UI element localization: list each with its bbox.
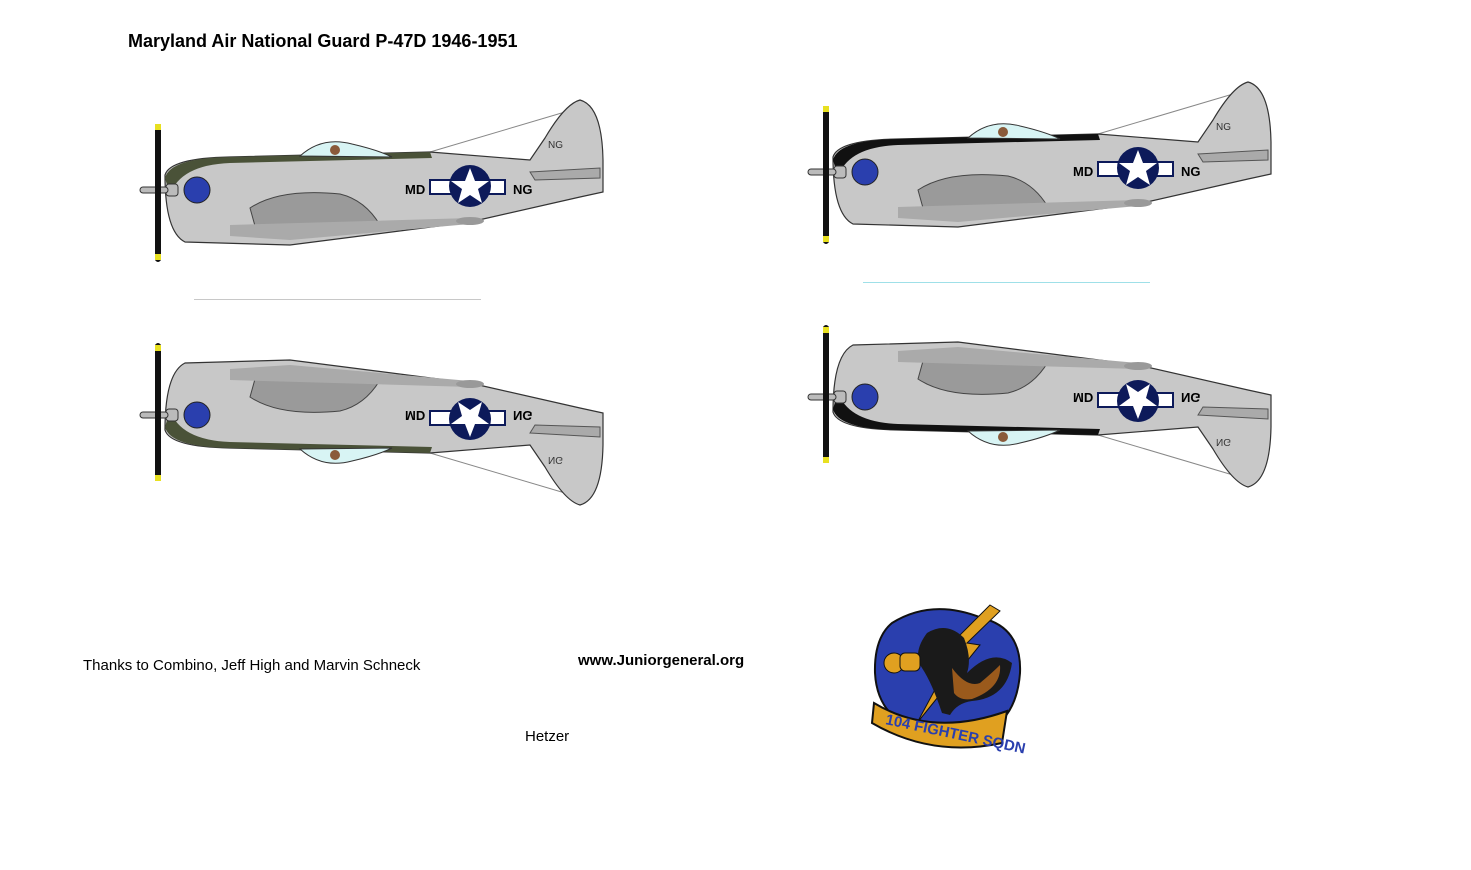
state-code-marking: MD <box>1073 390 1093 405</box>
fin-code-marking: NG <box>1216 122 1231 133</box>
state-code-marking: MD <box>405 182 425 197</box>
star-icon <box>1119 150 1157 185</box>
squadron-emblem <box>183 176 211 204</box>
unit-code-marking: NG <box>1181 164 1201 179</box>
propeller-tip <box>155 475 161 481</box>
antenna-wire <box>1097 434 1234 476</box>
fuselage-spine <box>833 134 1100 177</box>
propeller-hub <box>807 393 837 401</box>
author-text: Hetzer <box>525 728 570 745</box>
state-code-marking: MD <box>1073 164 1093 179</box>
propeller-blade <box>823 325 829 463</box>
wing <box>249 378 381 413</box>
pilot <box>330 450 340 460</box>
wing-root <box>230 218 470 240</box>
wing <box>917 174 1049 209</box>
wing-root <box>230 365 470 387</box>
squadron-emblem <box>851 383 879 411</box>
squadron-emblem <box>183 401 211 429</box>
credits-text: Thanks to Combino, Jeff High and Marvin … <box>83 657 421 674</box>
canopy <box>298 141 393 158</box>
tail-wheel <box>456 217 484 225</box>
fin-code-marking: NG <box>548 454 563 465</box>
tailplane <box>1197 406 1269 420</box>
propeller-blade <box>155 124 161 262</box>
canopy <box>298 447 393 464</box>
propeller-tip <box>823 457 829 463</box>
website-link[interactable]: www.Juniorgeneral.org <box>578 652 745 669</box>
propeller-hub <box>139 411 169 419</box>
tail-wheel <box>1124 362 1152 370</box>
antenna-wire <box>1097 93 1234 135</box>
unit-code-marking: NG <box>513 182 533 197</box>
canopy <box>966 123 1061 140</box>
page-title: Maryland Air National Guard P-47D 1946-1… <box>128 31 518 51</box>
propeller-tip <box>823 106 829 112</box>
propeller-tip <box>823 327 829 333</box>
pilot <box>998 432 1008 442</box>
propeller-tip <box>823 236 829 242</box>
propeller-tip <box>155 124 161 130</box>
canopy <box>966 429 1061 446</box>
wing <box>917 360 1049 395</box>
fuselage-spine <box>165 410 432 453</box>
p47-aircraft: MD NG NG <box>807 325 1272 488</box>
propeller-hub <box>807 168 837 176</box>
fuselage-spine <box>165 152 432 195</box>
tailplane <box>529 424 601 438</box>
unit-code-marking: NG <box>1181 390 1201 405</box>
unit-code-marking: NG <box>513 408 533 423</box>
squadron-emblem <box>851 158 879 186</box>
divider <box>194 299 481 300</box>
state-code-marking: MD <box>405 408 425 423</box>
tail-wheel <box>456 380 484 388</box>
fin-code-marking: NG <box>548 140 563 151</box>
propeller-blade <box>155 343 161 481</box>
fin-code-marking: NG <box>1216 436 1231 447</box>
propeller-hub <box>139 186 169 194</box>
fuselage-spine <box>833 392 1100 435</box>
tailplane <box>529 167 601 181</box>
antenna-wire <box>429 111 566 153</box>
pilot <box>330 145 340 155</box>
star-icon <box>451 402 489 437</box>
wing-root <box>898 200 1138 222</box>
propeller-tip <box>155 345 161 351</box>
tail-wheel <box>1124 199 1152 207</box>
p47-aircraft: MD NG NG <box>807 81 1272 244</box>
star-icon <box>1119 384 1157 419</box>
tailplane <box>1197 149 1269 163</box>
antenna-wire <box>429 452 566 494</box>
pilot <box>998 127 1008 137</box>
divider <box>863 282 1150 283</box>
propeller-blade <box>823 106 829 244</box>
star-icon <box>451 168 489 203</box>
p47-aircraft: MD NG NG <box>139 343 604 506</box>
wing <box>249 192 381 227</box>
squadron-badge: 104 FIGHTER SQDN <box>870 604 1027 758</box>
p47-aircraft: MD NG NG <box>139 99 604 262</box>
wing-root <box>898 347 1138 369</box>
propeller-tip <box>155 254 161 260</box>
